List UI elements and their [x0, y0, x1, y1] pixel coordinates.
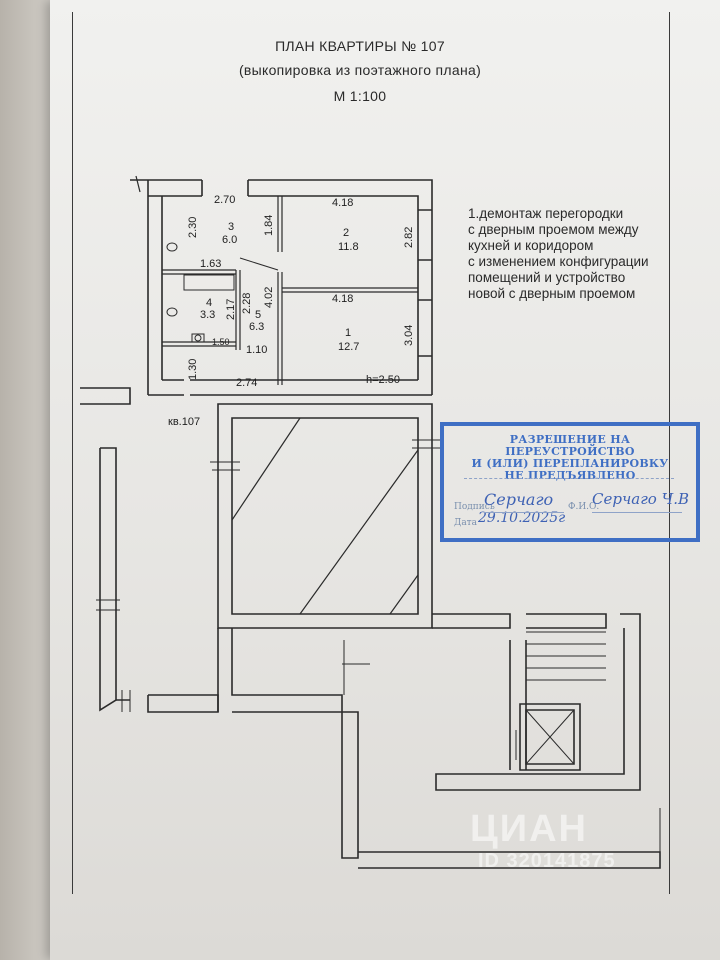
room-4-area: 3.3	[200, 309, 215, 321]
signature-label: Подпись	[454, 502, 495, 512]
dim-282: 2.82	[403, 227, 415, 248]
room-4-number: 4	[206, 297, 212, 309]
dim-110: 1.10	[246, 344, 267, 356]
note-line: 1.демонтаж перегородки	[468, 206, 624, 221]
apartment-walls	[130, 175, 433, 396]
note-line: кухней и коридором	[468, 238, 594, 253]
dim-304: 3.04	[403, 325, 415, 346]
note-line: с дверным проемом между	[468, 222, 639, 237]
dim-228: 2.28	[241, 293, 253, 314]
room-3-number: 3	[228, 221, 234, 233]
scale-label: М 1:100	[333, 88, 387, 104]
dim-230: 2.30	[187, 217, 199, 238]
approval-stamp: РАЗРЕШЕНИЕ НА ПЕРЕУСТРОЙСТВО И (ИЛИ) ПЕР…	[440, 422, 700, 542]
dim-150: 1.50	[212, 337, 230, 347]
apartment-label: кв.107	[168, 416, 200, 428]
dim-274: 2.74	[236, 377, 257, 389]
dim-184: 1.84	[263, 215, 275, 236]
room-5-area: 6.3	[249, 321, 264, 333]
page-title: ПЛАН КВАРТИРЫ № 107	[275, 38, 445, 54]
note-line: новой с дверным проемом	[468, 286, 636, 301]
door-ticks	[96, 439, 440, 712]
elevator-shaft	[515, 703, 581, 771]
replanning-note: 1.демонтаж перегородки с дверным проемом…	[468, 206, 688, 302]
dim-163: 1.63	[200, 258, 221, 270]
note-line: помещений и устройство	[468, 270, 626, 285]
sanitary-fixtures	[166, 242, 205, 343]
page-subtitle: (выкопировка из поэтажного плана)	[238, 62, 482, 78]
note-line: с изменением конфигурации	[468, 254, 649, 269]
room-1-number: 1	[345, 327, 351, 339]
handwritten-date: 29.10.2025г	[478, 510, 566, 526]
stairwell-walls	[210, 403, 433, 629]
dim-270: 2.70	[214, 194, 235, 206]
plan-labels: 2.70 4.18 3 6.0 2 11.8 1.63 4.18 4 3.3 5…	[168, 194, 415, 428]
dim-418-top: 4.18	[332, 197, 353, 209]
document-frame	[72, 12, 670, 894]
dim-402: 4.02	[263, 287, 275, 308]
room-5-number: 5	[255, 309, 261, 321]
room-1-area: 12.7	[338, 341, 359, 353]
building-walls	[80, 387, 661, 869]
watermark-logo: ЦИАН	[470, 808, 588, 850]
handwritten-signature: Серчаго	[484, 490, 554, 509]
partitions	[162, 196, 418, 385]
watermark-id: ID 320141875	[478, 850, 616, 872]
document-paper	[50, 0, 720, 960]
stamp-line-3: НЕ ПРЕДЪЯВЛЕНО	[504, 469, 636, 482]
room-2-area: 11.8	[338, 241, 359, 253]
dim-217: 2.17	[225, 299, 237, 320]
handwritten-fio: Серчаго Ч.В	[592, 490, 689, 508]
stamp-line-2: И (ИЛИ) ПЕРЕПЛАНИРОВКУ	[471, 457, 669, 470]
stamp-line-1: РАЗРЕШЕНИЕ НА ПЕРЕУСТРОЙСТВО	[505, 433, 635, 458]
room-3-area: 6.0	[222, 234, 237, 246]
date-label: Дата	[454, 518, 478, 528]
fio-label: Ф.И.О.	[568, 502, 600, 512]
room-2-number: 2	[343, 227, 349, 239]
stair-steps	[526, 631, 606, 681]
dim-130: 1.30	[187, 359, 199, 380]
dim-418-mid: 4.18	[332, 293, 353, 305]
ceiling-height: h=2.50	[366, 374, 400, 386]
